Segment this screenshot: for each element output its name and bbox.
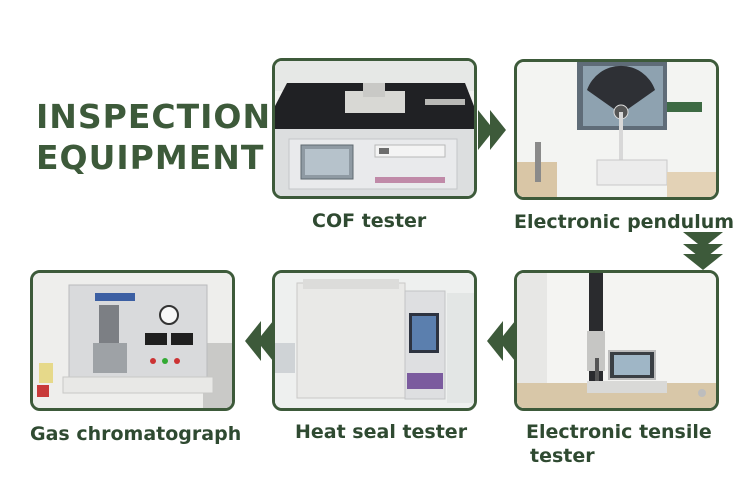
double-chevron-right-icon	[478, 110, 506, 150]
double-chevron-left-icon	[245, 321, 273, 361]
heading-line-2: EQUIPMENT	[36, 138, 265, 177]
cof-tester-photo	[272, 58, 477, 199]
heat-seal-tester-photo	[272, 270, 477, 411]
electronic-tensile-tester-photo	[514, 270, 719, 411]
electronic-tensile-tester-caption-line-1: Electronic tensile	[526, 421, 712, 443]
electronic-tensile-tester-caption-line-2: tester	[530, 445, 595, 467]
gas-chromatograph-caption: Gas chromatograph	[30, 423, 242, 445]
gas-chromatograph-photo	[30, 270, 235, 411]
heading-line-1: INSPECTION	[36, 97, 272, 136]
electronic-pendulum-photo	[514, 59, 719, 200]
electronic-pendulum-caption: Electronic pendulum	[514, 211, 735, 233]
double-chevron-down-icon	[683, 232, 723, 270]
cof-tester-caption: COF tester	[312, 210, 427, 232]
heat-seal-tester-caption: Heat seal tester	[295, 421, 468, 443]
double-chevron-left-icon	[487, 321, 515, 361]
